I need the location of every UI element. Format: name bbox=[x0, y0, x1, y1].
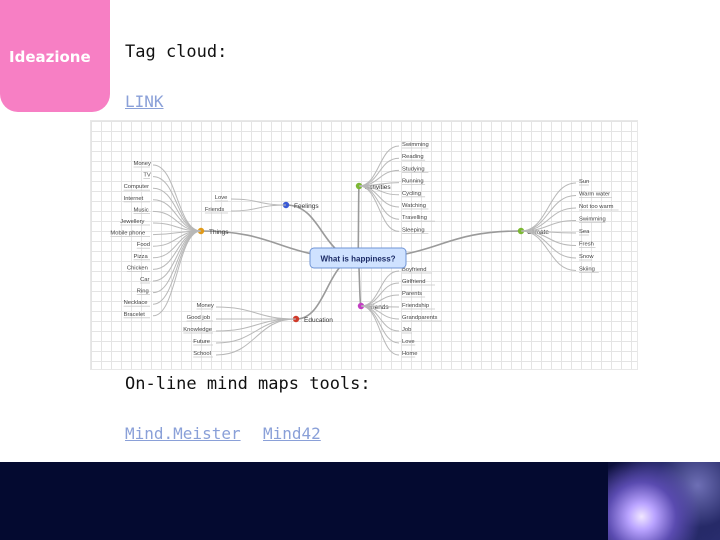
mind-map-child-label: Internet bbox=[124, 196, 144, 202]
mind-map-child-label: Skiing bbox=[579, 267, 595, 273]
mind-map-child-label: Sea bbox=[579, 229, 590, 235]
mind-map-child-label: Studying bbox=[402, 166, 425, 172]
mind-map-child-label: Sun bbox=[579, 179, 589, 185]
mind-map-child-label: Jewellery bbox=[120, 219, 144, 225]
mind-map-branch-label: Activities bbox=[365, 184, 391, 191]
mind-map-branch-label: Climate bbox=[527, 229, 549, 236]
mind-map-child-label: Snow bbox=[579, 254, 594, 260]
mind-map-child-label: TV bbox=[143, 173, 151, 179]
mind-map-child-label: Computer bbox=[124, 184, 150, 190]
mind-map-child-label: Future bbox=[193, 339, 210, 345]
mind-map-branch-label: Education bbox=[304, 317, 333, 324]
mind-map-child-link bbox=[230, 198, 287, 206]
mind-map-child-label: Girlfriend bbox=[402, 279, 426, 285]
mind-map-child-link bbox=[152, 230, 202, 294]
section-tab: Ideazione bbox=[0, 0, 110, 112]
mind-map-child-label: Money bbox=[134, 161, 152, 167]
mind-map-child-link bbox=[152, 230, 202, 259]
mind-map-branch-label: Feelings bbox=[294, 203, 319, 210]
mind-map-child-label: Food bbox=[137, 242, 150, 248]
mind-map-child-link bbox=[360, 305, 400, 344]
mind-map-child-label: Love bbox=[215, 195, 228, 201]
mind-map-child-link bbox=[215, 318, 297, 356]
mind-map-child-label: Sleeping bbox=[402, 227, 425, 233]
mind-map-child-label: Money bbox=[197, 303, 215, 309]
mind-map-child-label: Watching bbox=[402, 203, 426, 209]
mind-map-child-link bbox=[152, 176, 202, 232]
mind-map-child-label: Reading bbox=[402, 154, 424, 160]
tag-cloud-heading: Tag cloud: bbox=[125, 42, 228, 62]
mind-map-child-link bbox=[360, 305, 400, 356]
mind-map-child-label: Chicken bbox=[127, 265, 148, 271]
footer-band bbox=[0, 462, 720, 540]
mind-map-tools-heading: On-line mind maps tools: bbox=[125, 374, 371, 394]
mind-map-center-node bbox=[309, 247, 407, 269]
mind-map-child-link bbox=[360, 282, 400, 307]
mindmeister-link[interactable]: Mind.Meister bbox=[125, 424, 241, 443]
link-top[interactable]: LINK bbox=[125, 92, 164, 111]
mind-map-child-label: Music bbox=[134, 207, 149, 213]
mind-map-child-label: Parents bbox=[402, 291, 422, 297]
mind-map-child-label: Travelling bbox=[402, 215, 427, 221]
mind-map-child-label: Necklace bbox=[124, 300, 148, 306]
mind-map-child-link bbox=[152, 230, 202, 317]
mind-map-child-label: Grandparents bbox=[402, 315, 438, 321]
mind-map-child-link bbox=[152, 187, 202, 232]
mind-map-child-label: School bbox=[193, 351, 211, 357]
mind-map-child-label: Boyfriend bbox=[402, 267, 427, 273]
mind-map-child-label: Running bbox=[402, 179, 424, 185]
mind-map-graphic: ActivitiesSwimmingReadingStudyingRunning… bbox=[110, 142, 619, 358]
mind-map-child-label: Love bbox=[402, 339, 415, 345]
mind-map-branch-label: Things bbox=[209, 229, 229, 236]
mind-map-child-label: Swimming bbox=[579, 217, 606, 223]
mind-map-child-label: Fresh bbox=[579, 242, 594, 248]
mind-map-child-label: Good job bbox=[187, 315, 211, 321]
mind-map-child-label: Knowledge bbox=[183, 327, 212, 333]
mind-map-child-link bbox=[358, 157, 400, 187]
mind-map-child-link bbox=[358, 185, 400, 232]
mind-map-child-label: Bracelet bbox=[124, 312, 146, 318]
mind-map-child-link bbox=[520, 182, 577, 232]
mind-map-child-label: Warm water bbox=[579, 192, 610, 198]
mind-map-child-label: Pizza bbox=[134, 254, 149, 260]
mind-map-branch-dot bbox=[197, 227, 205, 235]
nebula-image bbox=[608, 462, 720, 540]
mind-map-branch-link bbox=[357, 185, 360, 259]
mind-map-child-label: Friendship bbox=[402, 303, 429, 309]
mind-map-child-link bbox=[358, 145, 400, 187]
mind-map-child-label: Ring bbox=[137, 289, 149, 295]
mind-map-child-label: Cycling bbox=[402, 191, 421, 197]
mind-map-child-link bbox=[230, 204, 287, 212]
mind-map-branch-dot bbox=[517, 227, 525, 235]
mind-map-child-label: Car bbox=[140, 277, 149, 283]
mind-map-child-link bbox=[520, 207, 577, 232]
mind-map-child-label: Not too warm bbox=[579, 204, 614, 210]
mind-map-child-link bbox=[152, 230, 202, 270]
mind-map-child-link bbox=[520, 230, 577, 271]
mind-map-child-link bbox=[215, 318, 297, 332]
mind-map-child-label: Swimming bbox=[402, 142, 429, 148]
section-tab-label: Ideazione bbox=[9, 48, 91, 66]
mind-map-child-label: Friends bbox=[205, 207, 224, 213]
mind-map-child-label: Home bbox=[402, 351, 417, 357]
mind-map-child-label: Mobile phone bbox=[110, 231, 145, 237]
mind-map-child-link bbox=[152, 210, 202, 232]
mind-map-center-label: What is happiness? bbox=[320, 255, 395, 264]
mind-map-child-link bbox=[215, 306, 297, 320]
mind-map-branch-label: Friends bbox=[367, 304, 389, 311]
mind-map-child-label: Job bbox=[402, 327, 411, 333]
mind42-link[interactable]: Mind42 bbox=[263, 424, 321, 443]
